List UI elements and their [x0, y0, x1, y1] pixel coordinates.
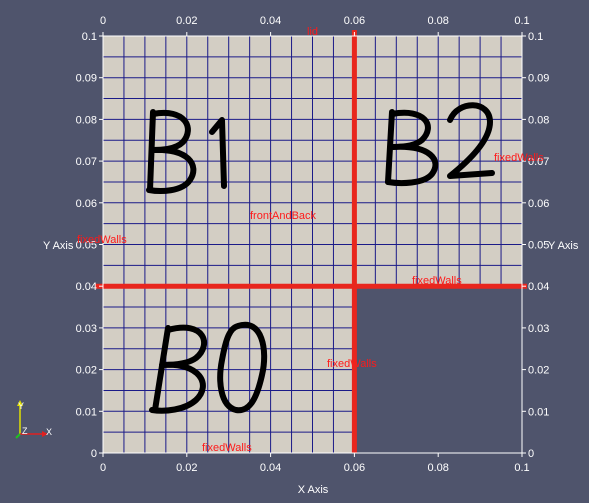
- y-axis-title-left: Y Axis: [43, 240, 74, 252]
- label-fixed-walls-mid-right: fixedWalls: [412, 275, 462, 287]
- x-tick-label-bottom: 0.02: [176, 462, 197, 474]
- y-tick-label-left: 0.1: [82, 31, 97, 43]
- y-tick-label-left: 0: [91, 448, 97, 460]
- y-tick-label-right: 0.08: [528, 114, 549, 126]
- y-tick-label-right: 0.04: [528, 281, 549, 293]
- y-tick-label-left: 0.05: [76, 240, 97, 252]
- y-tick-label-left: 0.03: [76, 323, 97, 335]
- y-tick-label-right: 0.1: [528, 31, 543, 43]
- label-fixed-walls-center: fixedWalls: [327, 358, 377, 370]
- label-fixed-walls-left: fixedWalls: [77, 234, 127, 246]
- orientation-y-label: Y: [18, 401, 24, 411]
- mesh-grid-lines: [102, 35, 523, 454]
- orientation-x-label: X: [46, 427, 52, 437]
- y-tick-label-right: 0.02: [528, 365, 549, 377]
- y-axis-title-right: Y Axis: [548, 240, 579, 252]
- orientation-axes-widget: Y Z X: [15, 400, 52, 439]
- y-tick-label-right: 0.07: [528, 156, 549, 168]
- y-tick-label-left: 0.07: [76, 156, 97, 168]
- x-tick-label-bottom: 0.1: [514, 462, 529, 474]
- y-tick-label-left: 0.02: [76, 365, 97, 377]
- x-tick-label-bottom: 0.04: [260, 462, 281, 474]
- y-tick-label-right: 0.01: [528, 406, 549, 418]
- y-tick-label-right: 0: [528, 448, 534, 460]
- x-tick-label-bottom: 0: [100, 462, 106, 474]
- label-fixed-walls-bottom: fixedWalls: [202, 442, 252, 454]
- y-tick-label-left: 0.06: [76, 198, 97, 210]
- x-tick-label-top: 0.1: [514, 15, 529, 27]
- label-fixed-walls-right: fixedWalls: [494, 152, 544, 164]
- axis-ticks: 000.020.020.040.040.060.060.080.080.10.1…: [76, 15, 550, 474]
- x-tick-label-top: 0.06: [344, 15, 365, 27]
- y-tick-label-left: 0.04: [76, 281, 97, 293]
- x-tick-label-bottom: 0.06: [344, 462, 365, 474]
- y-tick-label-left: 0.08: [76, 114, 97, 126]
- y-tick-label-right: 0.06: [528, 198, 549, 210]
- y-tick-label-right: 0.05: [528, 240, 549, 252]
- x-tick-label-top: 0: [100, 15, 106, 27]
- label-lid: lid: [307, 26, 318, 38]
- x-tick-label-top: 0.08: [427, 15, 448, 27]
- block-label-b2: B2: [385, 102, 495, 186]
- y-tick-label-right: 0.09: [528, 73, 549, 85]
- x-tick-label-top: 0.02: [176, 15, 197, 27]
- y-tick-label-left: 0.09: [76, 73, 97, 85]
- block-label-b1: B1: [146, 109, 227, 194]
- x-tick-label-top: 0.04: [260, 15, 281, 27]
- label-front-and-back: frontAndBack: [250, 210, 317, 222]
- y-tick-label-left: 0.01: [76, 406, 97, 418]
- block-edges: [95, 30, 527, 453]
- x-tick-label-bottom: 0.08: [427, 462, 448, 474]
- y-tick-label-right: 0.03: [528, 323, 549, 335]
- x-axis-title: X Axis: [298, 484, 329, 496]
- block-label-b0: B0: [149, 321, 268, 414]
- orientation-z-label: Z: [22, 426, 28, 436]
